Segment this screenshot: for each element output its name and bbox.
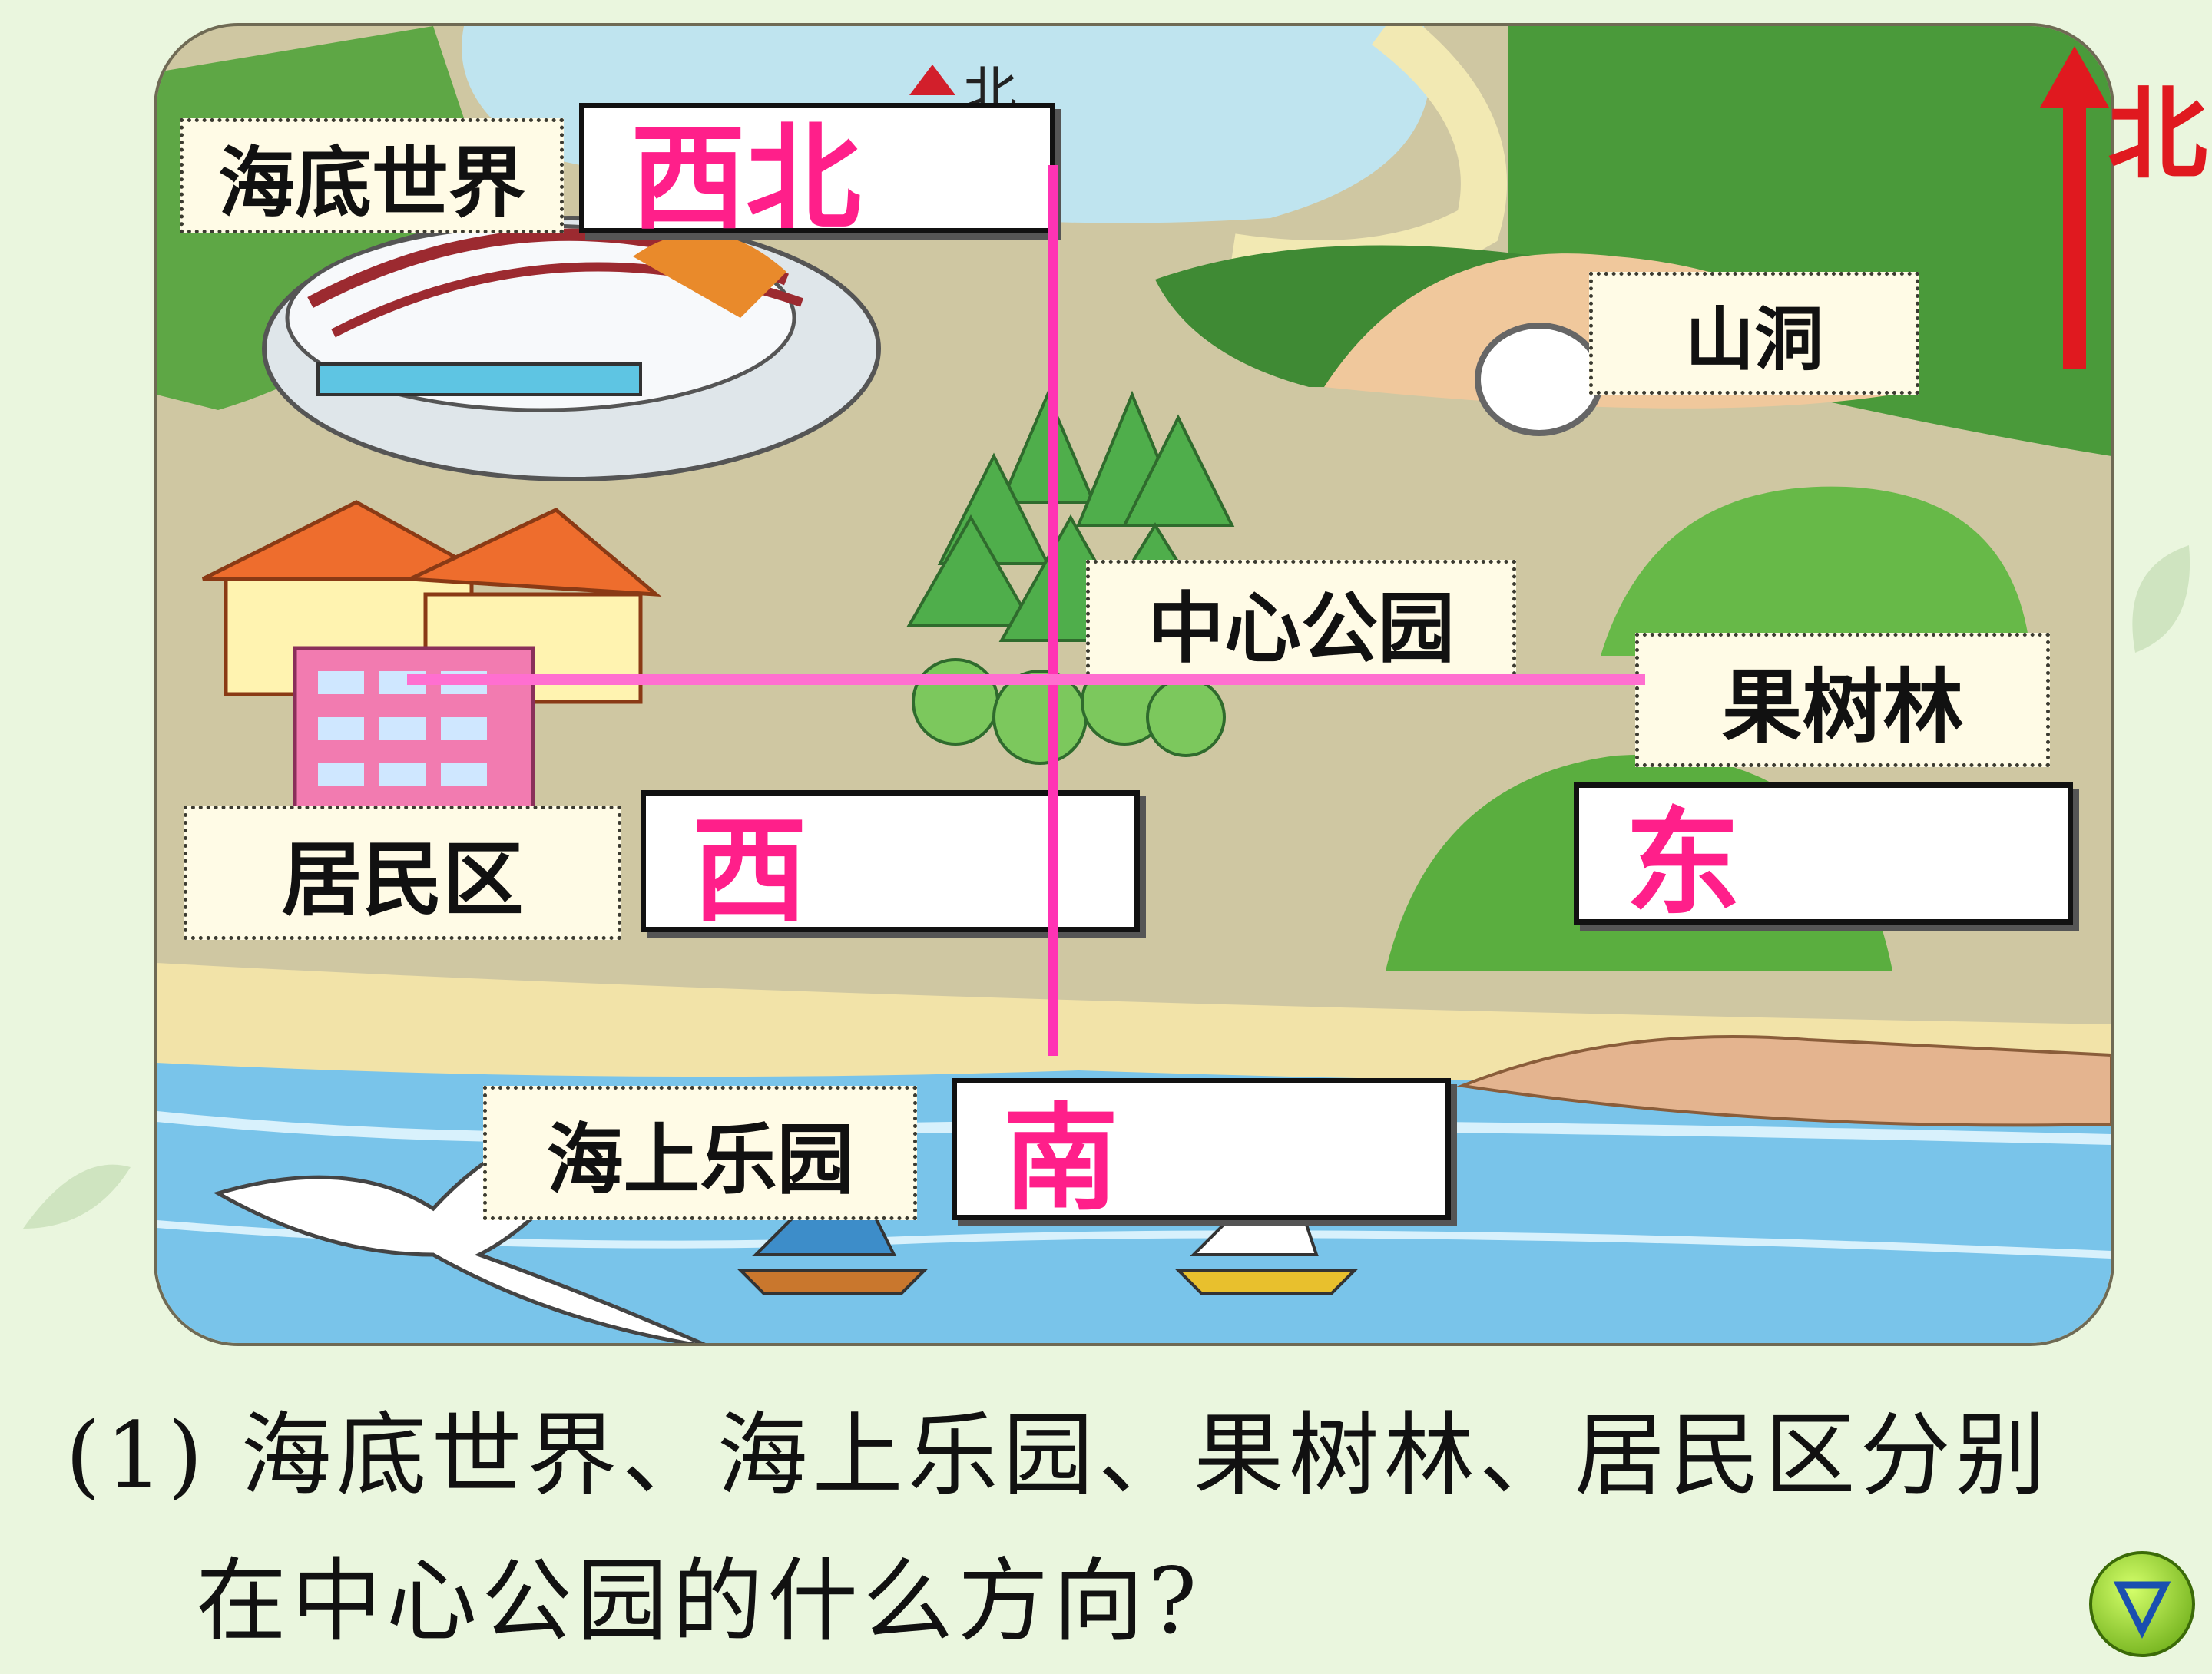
question-line-2: 在中心公园的什么方向?: [196, 1548, 1202, 1654]
answer-box-south[interactable]: 南: [952, 1078, 1451, 1226]
question-line-1: (1) 海底世界、海上乐园、果树林、居民区分别: [65, 1402, 2051, 1508]
scenic-map: 北 海底世界 山洞 中心公园 果树林 居民区 海上乐园 西北 西 东 南: [154, 23, 2114, 1346]
triangle-down-icon: [2113, 1581, 2171, 1639]
north-label: 北: [2108, 76, 2208, 193]
answer-box-west[interactable]: 西: [641, 790, 1140, 938]
north-arrow: 北: [2040, 46, 2207, 369]
label-central-park: 中心公园: [1086, 560, 1516, 683]
next-button[interactable]: [2089, 1551, 2195, 1657]
answer-box-northwest[interactable]: 西北: [579, 103, 1055, 246]
label-sea-park: 海上乐园: [483, 1086, 917, 1220]
arrow-up-icon: [2040, 46, 2109, 369]
label-orchard: 果树林: [1635, 633, 2050, 767]
question-text: (1) 海底世界、海上乐园、果树林、居民区分别 在中心公园的什么方向?: [65, 1382, 2139, 1674]
label-residential: 居民区: [184, 806, 621, 940]
cross-line-vertical: [1048, 165, 1058, 1056]
label-cave: 山洞: [1589, 272, 1919, 395]
background-leaf-icon: [23, 1164, 131, 1229]
label-underwater-world: 海底世界: [180, 118, 564, 233]
background-leaf-icon: [2132, 545, 2190, 653]
cross-line-horizontal: [407, 674, 1645, 685]
small-compass-icon: [909, 65, 955, 95]
answer-box-east[interactable]: 东: [1574, 782, 2073, 931]
